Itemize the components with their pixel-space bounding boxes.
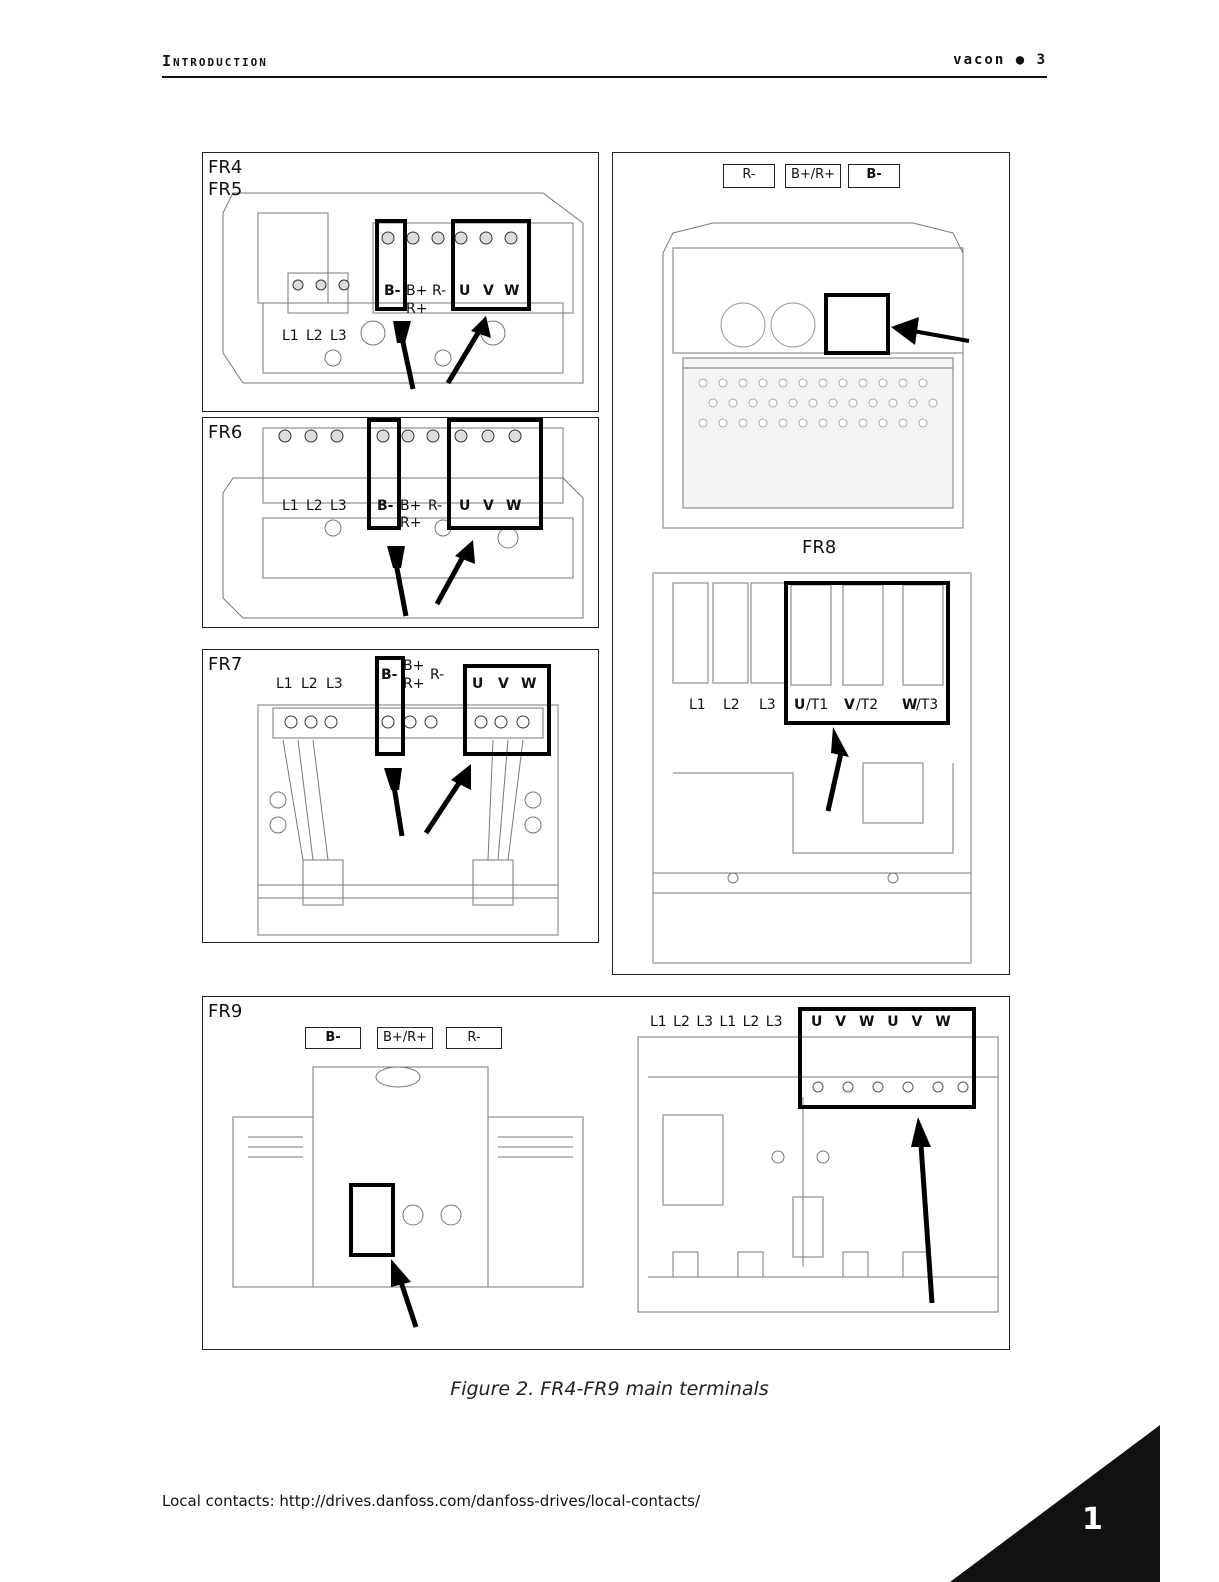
terminal-t3: /T3 xyxy=(916,697,939,713)
terminal-b-minus: B- xyxy=(377,498,394,514)
motor-terminal-highlight xyxy=(798,1007,976,1109)
terminal-b-plus: B+ xyxy=(406,283,428,299)
fr8-drawing xyxy=(652,222,972,964)
terminal-box-b-minus: B- xyxy=(305,1027,361,1049)
terminal-l3: L3 xyxy=(759,697,776,713)
frame-label-fr6: FR6 xyxy=(208,422,243,443)
page-number: 1 xyxy=(1082,1502,1103,1537)
brake-terminal-highlight xyxy=(824,293,890,355)
panel-fr9: FR9 B- B+/R+ R- L1 L2 L3 L1 L2 L3 U V W … xyxy=(202,996,1010,1350)
terminal-l1: L1 xyxy=(276,676,293,692)
terminal-v: V xyxy=(844,697,855,713)
terminal-l1: L1 xyxy=(282,498,299,514)
terminal-l2: L2 xyxy=(306,498,323,514)
terminal-w: W xyxy=(506,498,522,514)
brake-terminal-highlight xyxy=(375,219,407,311)
frame-label-fr5: FR5 xyxy=(208,179,243,200)
terminal-v: V xyxy=(498,676,509,692)
terminal-box-b-minus: B- xyxy=(848,164,900,188)
terminal-l2: L2 xyxy=(301,676,318,692)
terminal-l3: L3 xyxy=(326,676,343,692)
terminal-labels-motor: U V W U V W xyxy=(811,1014,951,1030)
terminal-l3: L3 xyxy=(330,328,347,344)
terminal-r-minus: R- xyxy=(432,283,447,299)
terminal-u: U xyxy=(472,676,484,692)
terminal-u: U xyxy=(459,498,471,514)
brand-page-number: vacon ● 3 xyxy=(953,52,1047,68)
frame-label-fr4: FR4 xyxy=(208,157,243,178)
terminal-w: W xyxy=(902,697,918,713)
terminal-u: U xyxy=(794,697,806,713)
terminal-b-minus: B- xyxy=(381,667,398,683)
terminal-box-r-minus: R- xyxy=(446,1027,502,1049)
brake-terminal-highlight xyxy=(349,1183,395,1257)
brake-terminal-highlight xyxy=(375,656,405,756)
fr7-drawing xyxy=(257,704,559,936)
terminal-l2: L2 xyxy=(723,697,740,713)
frame-label-fr9: FR9 xyxy=(208,1001,243,1022)
terminal-box-b-plus-r-plus: B+/R+ xyxy=(377,1027,433,1049)
terminal-r-minus: R- xyxy=(428,498,443,514)
terminal-r-plus: R+ xyxy=(400,515,422,531)
panel-fr6: FR6 L1 L2 L3 B- B+ R+ R- U V W xyxy=(202,417,599,628)
footer-local-contacts: Local contacts: http://drives.danfoss.co… xyxy=(162,1492,700,1510)
terminal-b-plus: B+ xyxy=(400,498,422,514)
terminal-b-plus: B+ xyxy=(403,658,425,674)
motor-terminal-highlight xyxy=(463,664,551,756)
section-title: Introduction xyxy=(162,52,268,70)
panel-fr7: FR7 L1 L2 L3 B- B+ R+ R- U V W xyxy=(202,649,599,943)
terminal-w: W xyxy=(521,676,537,692)
figure-caption: Figure 2. FR4-FR9 main terminals xyxy=(450,1378,769,1400)
panel-fr4-fr5: FR4 FR5 B- B+ R- R+ U V W L1 L2 L3 xyxy=(202,152,599,412)
terminal-l2: L2 xyxy=(306,328,323,344)
terminal-box-r-minus: R- xyxy=(723,164,775,188)
terminal-w: W xyxy=(504,283,520,299)
terminal-u: U xyxy=(459,283,471,299)
brake-terminal-highlight xyxy=(367,418,401,530)
terminal-labels-line: L1 L2 L3 L1 L2 L3 xyxy=(650,1014,783,1030)
terminal-b-minus: B- xyxy=(384,283,401,299)
terminal-r-plus: R+ xyxy=(403,676,425,692)
frame-label-fr7: FR7 xyxy=(208,654,243,675)
terminal-r-minus: R- xyxy=(430,667,445,683)
fr6-drawing xyxy=(222,427,584,619)
motor-terminal-highlight xyxy=(784,581,950,725)
terminal-l1: L1 xyxy=(689,697,706,713)
motor-terminal-highlight xyxy=(447,418,543,530)
motor-terminal-highlight xyxy=(451,219,531,311)
terminal-l1: L1 xyxy=(282,328,299,344)
terminal-v: V xyxy=(483,283,494,299)
terminal-t2: /T2 xyxy=(856,697,879,713)
terminal-l3: L3 xyxy=(330,498,347,514)
fr9-drawing xyxy=(232,1036,999,1328)
page-header: Introduction vacon ● 3 xyxy=(162,50,1047,78)
fr4-fr5-drawing xyxy=(222,192,584,390)
terminal-box-b-plus-r-plus: B+/R+ xyxy=(785,164,841,188)
terminal-r-plus: R+ xyxy=(406,301,428,317)
frame-label-fr8: FR8 xyxy=(802,537,837,558)
terminal-v: V xyxy=(483,498,494,514)
terminal-t1: /T1 xyxy=(806,697,829,713)
panel-fr8: R- B+/R+ B- FR8 L1 L2 L3 U /T1 V /T2 W /… xyxy=(612,152,1010,975)
